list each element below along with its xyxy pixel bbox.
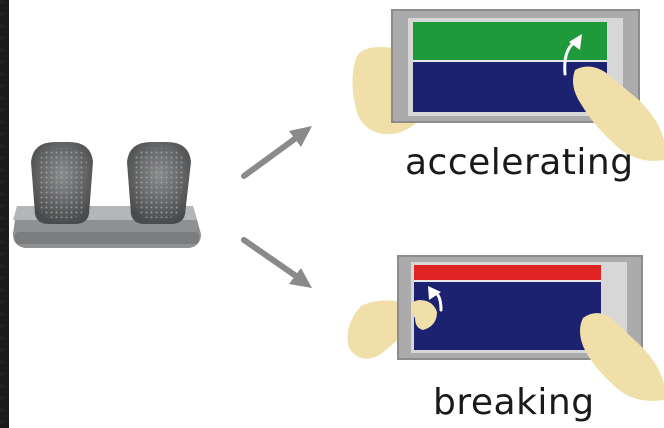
foot-pedal-icon — [13, 142, 201, 248]
tablet-accelerating — [352, 9, 664, 161]
diagram-art — [13, 9, 664, 401]
right-pedal — [127, 142, 191, 224]
breaking-label: breaking — [433, 382, 595, 423]
tablet-breaking — [347, 255, 664, 401]
right-hand — [573, 66, 664, 161]
accelerating-label: accelerating — [405, 142, 634, 183]
diagram-panel: accelerating breaking — [9, 0, 664, 428]
left-thumb — [410, 300, 437, 330]
left-pedal — [31, 142, 93, 224]
right-hand — [580, 313, 664, 401]
arrow-down-right-icon — [241, 237, 312, 288]
arrow-up-right-icon — [241, 126, 312, 179]
